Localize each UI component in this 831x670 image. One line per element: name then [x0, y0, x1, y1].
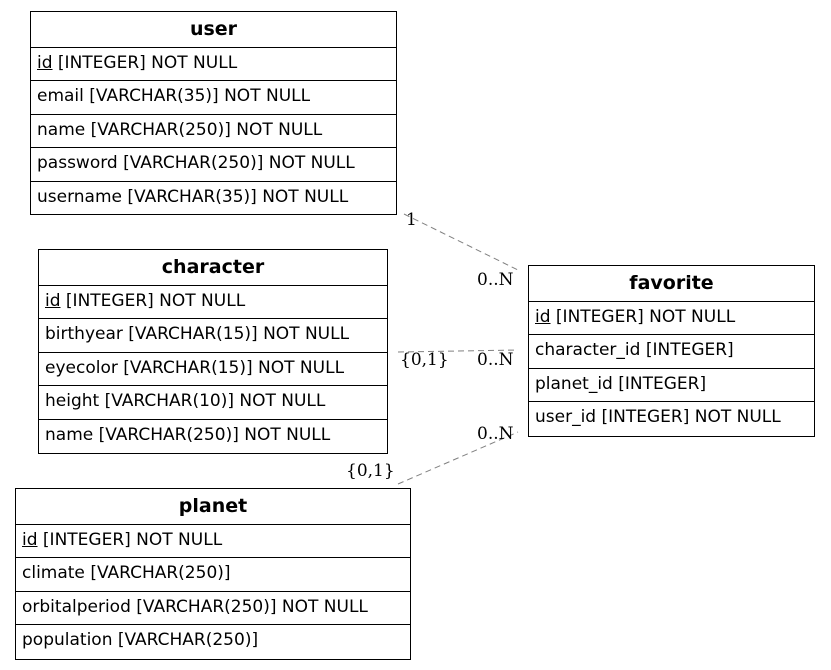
column-row: height [VARCHAR(10)] NOT NULL: [39, 386, 387, 420]
column-name: name: [45, 424, 94, 445]
column-name: climate: [22, 563, 85, 584]
column-name: password: [37, 153, 118, 174]
column-type: [VARCHAR(15)] NOT NULL: [128, 324, 350, 345]
column-name: email: [37, 86, 84, 107]
entity-favorite[interactable]: favorite id [INTEGER] NOT NULL character…: [528, 265, 815, 437]
entity-planet[interactable]: planet id [INTEGER] NOT NULL climate [VA…: [15, 488, 411, 660]
cardinality-label: 0..N: [477, 424, 514, 444]
planet-favorite-line: [397, 431, 519, 485]
column-name: eyecolor: [45, 357, 118, 378]
entity-title: character: [39, 250, 387, 286]
entity-title: favorite: [529, 266, 814, 302]
column-type: [INTEGER]: [618, 373, 707, 394]
column-name: birthyear: [45, 324, 123, 345]
column-name: orbitalperiod: [22, 596, 131, 617]
character-favorite-line: [397, 349, 519, 353]
column-name: planet_id: [535, 373, 613, 394]
column-name: id: [45, 291, 61, 311]
entity-user[interactable]: user id [INTEGER] NOT NULL email [VARCHA…: [30, 11, 397, 215]
column-name: username: [37, 186, 122, 207]
column-row: planet_id [INTEGER]: [529, 369, 814, 403]
column-row: orbitalperiod [VARCHAR(250)] NOT NULL: [16, 592, 410, 626]
column-name: population: [22, 630, 113, 651]
column-type: [VARCHAR(250)] NOT NULL: [98, 424, 331, 445]
cardinality-label: 0..N: [477, 350, 514, 370]
column-type: [VARCHAR(250)]: [117, 630, 259, 651]
column-row: eyecolor [VARCHAR(15)] NOT NULL: [39, 353, 387, 387]
column-type: [VARCHAR(250)] NOT NULL: [136, 596, 368, 617]
column-type: [VARCHAR(250)]: [90, 563, 231, 584]
column-row: population [VARCHAR(250)]: [16, 625, 410, 658]
column-name: id: [535, 307, 551, 327]
column-type: [VARCHAR(250)] NOT NULL: [90, 119, 323, 140]
column-name: character_id: [535, 340, 641, 361]
column-type: [INTEGER] NOT NULL: [57, 53, 238, 73]
column-type: [VARCHAR(15)] NOT NULL: [123, 357, 345, 378]
column-row: id [INTEGER] NOT NULL: [16, 525, 410, 559]
column-row: username [VARCHAR(35)] NOT NULL: [31, 182, 396, 215]
column-name: name: [37, 119, 86, 140]
column-type: [INTEGER]: [645, 340, 734, 361]
column-row: name [VARCHAR(250)] NOT NULL: [39, 420, 387, 453]
column-row: email [VARCHAR(35)] NOT NULL: [31, 81, 396, 115]
cardinality-label: 1: [406, 210, 417, 230]
entity-title: planet: [16, 489, 410, 525]
column-type: [VARCHAR(250)] NOT NULL: [123, 153, 355, 174]
column-row: password [VARCHAR(250)] NOT NULL: [31, 148, 396, 182]
column-name: id: [37, 53, 53, 73]
column-row: character_id [INTEGER]: [529, 335, 814, 369]
column-row: climate [VARCHAR(250)]: [16, 558, 410, 592]
user-favorite-line: [403, 213, 519, 271]
column-type: [INTEGER] NOT NULL: [65, 291, 246, 311]
column-type: [VARCHAR(35)] NOT NULL: [89, 86, 311, 107]
cardinality-label: 0..N: [477, 270, 514, 290]
cardinality-label: {0,1}: [346, 461, 395, 481]
column-name: id: [22, 530, 38, 550]
column-type: [INTEGER] NOT NULL: [42, 530, 223, 550]
column-row: name [VARCHAR(250)] NOT NULL: [31, 115, 396, 149]
column-row: id [INTEGER] NOT NULL: [529, 302, 814, 336]
column-name: height: [45, 391, 100, 412]
column-type: [VARCHAR(10)] NOT NULL: [104, 391, 326, 412]
column-row: id [INTEGER] NOT NULL: [31, 48, 396, 82]
entity-character[interactable]: character id [INTEGER] NOT NULL birthyea…: [38, 249, 388, 454]
cardinality-label: {0,1}: [400, 350, 449, 370]
entity-title: user: [31, 12, 396, 48]
column-type: [INTEGER] NOT NULL: [555, 307, 736, 327]
column-row: id [INTEGER] NOT NULL: [39, 286, 387, 320]
column-type: [INTEGER] NOT NULL: [601, 407, 781, 428]
column-type: [VARCHAR(35)] NOT NULL: [127, 186, 349, 207]
column-name: user_id: [535, 407, 597, 428]
column-row: birthyear [VARCHAR(15)] NOT NULL: [39, 319, 387, 353]
column-row: user_id [INTEGER] NOT NULL: [529, 402, 814, 435]
